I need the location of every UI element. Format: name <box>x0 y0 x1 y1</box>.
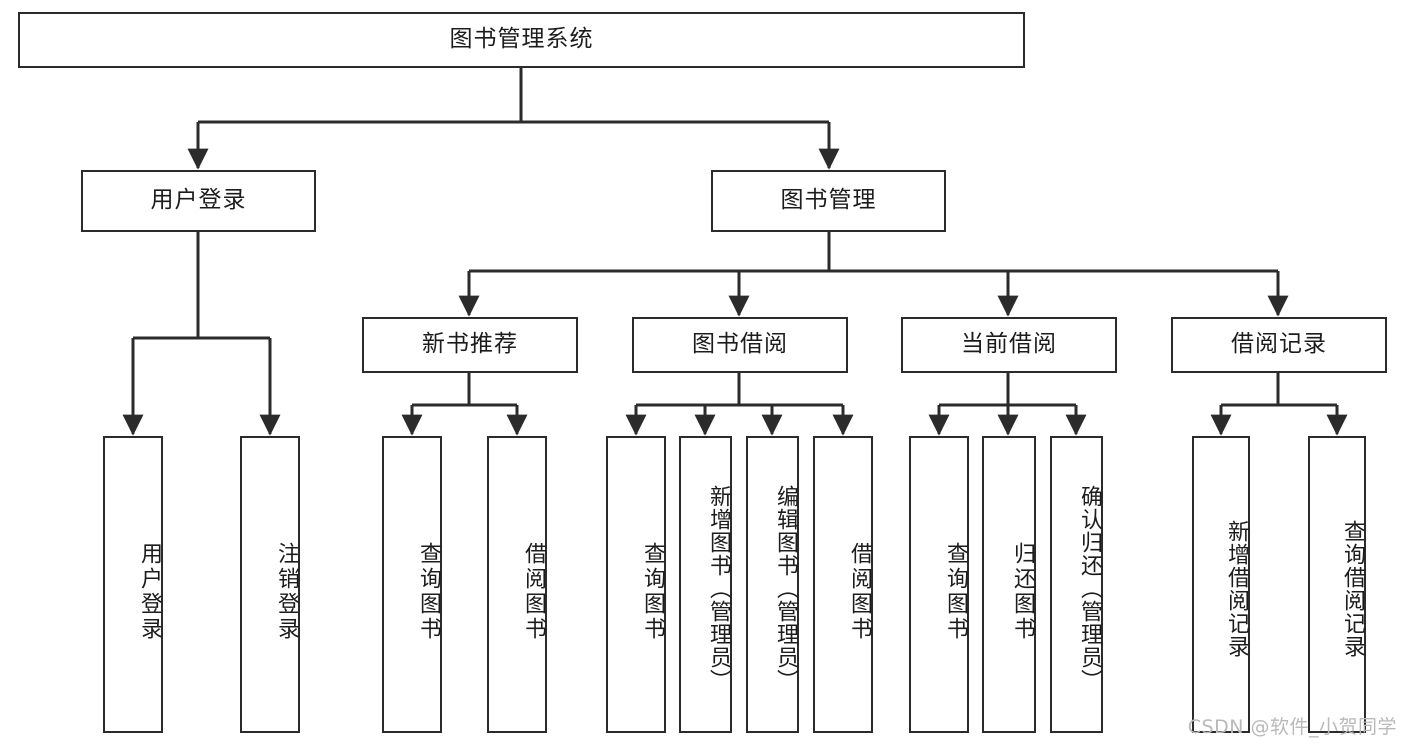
node-leaf-confirm-return-admin-label: 确认归还（管理员） <box>1077 485 1102 692</box>
node-leaf-borrow-book-2-label: 借阅图书 <box>847 541 872 642</box>
node-leaf-edit-book-admin[interactable]: 编辑图书（管理员） <box>746 436 799 733</box>
node-current-borrow[interactable]: 当前借阅 <box>901 317 1117 373</box>
node-leaf-edit-book-admin-label: 编辑图书（管理员） <box>773 485 798 692</box>
node-leaf-query-borrow-record-label: 查询借阅记录 <box>1340 519 1365 658</box>
node-book-borrow[interactable]: 图书借阅 <box>632 317 848 373</box>
node-leaf-add-book-admin[interactable]: 新增图书（管理员） <box>679 436 732 733</box>
node-leaf-query-borrow-record[interactable]: 查询借阅记录 <box>1308 436 1366 733</box>
node-leaf-query-book-1[interactable]: 查询图书 <box>382 436 442 733</box>
node-leaf-query-book-2[interactable]: 查询图书 <box>606 436 666 733</box>
node-borrow-record-label: 借阅记录 <box>1231 331 1327 358</box>
node-root-title[interactable]: 图书管理系统 <box>18 12 1025 68</box>
node-book-management-label: 图书管理 <box>780 187 877 214</box>
node-leaf-add-book-admin-label: 新增图书（管理员） <box>706 485 731 692</box>
node-leaf-borrow-book-1-label: 借阅图书 <box>521 541 546 642</box>
node-user-login[interactable]: 用户登录 <box>81 170 316 232</box>
node-leaf-add-borrow-record[interactable]: 新增借阅记录 <box>1192 436 1250 733</box>
node-leaf-user-login[interactable]: 用户登录 <box>103 436 163 733</box>
node-new-book-recommend[interactable]: 新书推荐 <box>362 317 578 373</box>
node-user-login-label: 用户登录 <box>150 187 247 214</box>
node-leaf-borrow-book-1[interactable]: 借阅图书 <box>487 436 547 733</box>
node-leaf-query-book-1-label: 查询图书 <box>416 541 441 642</box>
node-leaf-return-book-label: 归还图书 <box>1010 541 1035 642</box>
node-leaf-query-book-3[interactable]: 查询图书 <box>909 436 969 733</box>
node-leaf-return-book[interactable]: 归还图书 <box>982 436 1036 733</box>
node-leaf-logout-login-label: 注销登录 <box>274 541 299 642</box>
node-leaf-add-borrow-record-label: 新增借阅记录 <box>1224 519 1249 658</box>
node-leaf-user-login-label: 用户登录 <box>137 541 162 642</box>
node-leaf-borrow-book-2[interactable]: 借阅图书 <box>813 436 873 733</box>
node-leaf-logout-login[interactable]: 注销登录 <box>240 436 300 733</box>
node-book-management[interactable]: 图书管理 <box>711 170 946 232</box>
node-leaf-confirm-return-admin[interactable]: 确认归还（管理员） <box>1050 436 1103 733</box>
node-leaf-query-book-2-label: 查询图书 <box>640 541 665 642</box>
node-current-borrow-label: 当前借阅 <box>961 331 1057 358</box>
node-new-book-recommend-label: 新书推荐 <box>422 331 518 358</box>
node-root-title-label: 图书管理系统 <box>449 26 594 53</box>
node-borrow-record[interactable]: 借阅记录 <box>1171 317 1387 373</box>
node-leaf-query-book-3-label: 查询图书 <box>943 541 968 642</box>
node-book-borrow-label: 图书借阅 <box>692 331 788 358</box>
